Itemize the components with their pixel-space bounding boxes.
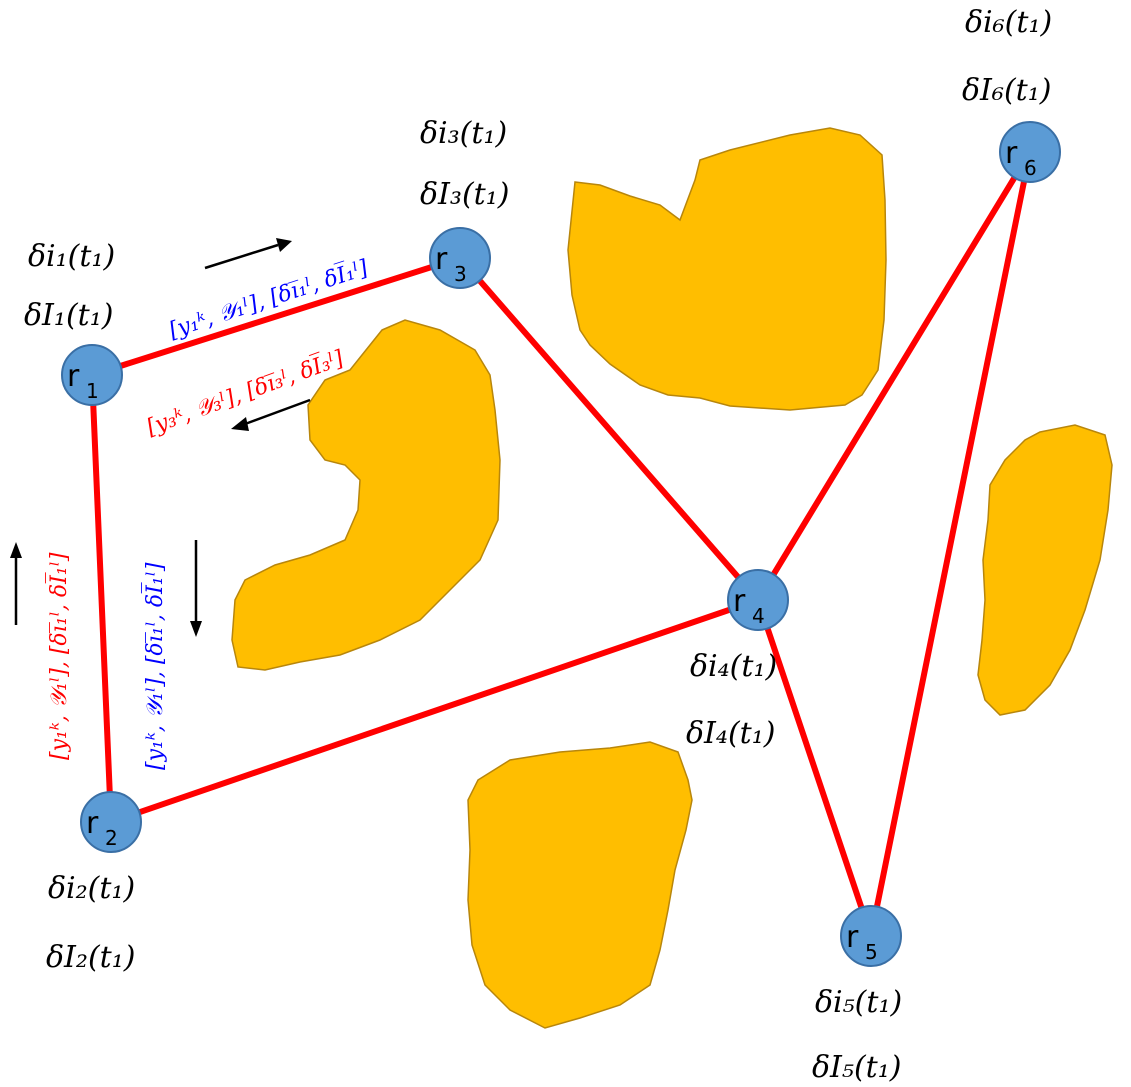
info-I-r1: δI₁(t₁) xyxy=(24,298,113,333)
info-labels: δi₁(t₁) δI₁(t₁) δi₂(t₁) δI₂(t₁) δi₃(t₁) … xyxy=(24,5,1052,1085)
svg-text:6: 6 xyxy=(1024,156,1037,180)
node-r2: r 2 xyxy=(80,791,142,853)
svg-text:r: r xyxy=(846,920,859,955)
svg-text:r: r xyxy=(67,359,80,394)
svg-text:5: 5 xyxy=(865,940,878,964)
info-i-r2: δi₂(t₁) xyxy=(48,871,135,906)
info-I-r3: δI₃(t₁) xyxy=(420,177,509,212)
link-r1-r2 xyxy=(89,372,114,825)
node-r4: r 4 xyxy=(727,569,789,631)
link-r1-r3 xyxy=(89,255,463,378)
info-i-r3: δi₃(t₁) xyxy=(420,116,507,151)
svg-text:2: 2 xyxy=(105,826,118,850)
link-r2-r4 xyxy=(108,597,761,825)
info-i-r4: δi₄(t₁) xyxy=(690,649,777,684)
obstacle-top xyxy=(567,127,887,411)
node-r3: r 3 xyxy=(429,227,491,289)
svg-text:r: r xyxy=(86,806,99,841)
info-i-r6: δi₆(t₁) xyxy=(965,5,1052,40)
svg-text:1: 1 xyxy=(86,379,99,403)
node-r1: r 1 xyxy=(61,344,123,406)
arrow-r1-to-r3 xyxy=(204,238,292,270)
info-i-r5: δi₅(t₁) xyxy=(815,985,902,1020)
info-I-r4: δI₄(t₁) xyxy=(686,716,775,751)
svg-text:r: r xyxy=(435,242,448,277)
message-r1-to-r2: [y₁ᵏ, 𝒴₁ˡ], [δi̅₁ˡ, δI̅₁ˡ] xyxy=(141,562,168,770)
arrow-down xyxy=(190,540,202,637)
arrow-up-left xyxy=(10,542,22,625)
links xyxy=(89,149,1033,939)
obstacles xyxy=(231,127,1113,1029)
direction-arrows xyxy=(10,238,311,637)
svg-text:3: 3 xyxy=(454,262,467,286)
svg-text:r: r xyxy=(733,584,746,619)
node-r6: r 6 xyxy=(999,121,1061,183)
info-I-r2: δI₂(t₁) xyxy=(46,940,135,975)
info-I-r6: δI₆(t₁) xyxy=(962,73,1051,108)
node-r5: r 5 xyxy=(840,905,902,967)
link-r5-r6 xyxy=(868,149,1033,939)
link-r4-r5 xyxy=(755,597,874,939)
message-r2-to-r1: [y₁ᵏ, 𝒴₁ˡ], [δi̅₁ˡ, δI̅₁ˡ] xyxy=(45,552,72,760)
obstacle-right xyxy=(977,424,1113,716)
svg-text:r: r xyxy=(1005,136,1018,171)
obstacle-mid-left xyxy=(231,319,501,671)
svg-text:4: 4 xyxy=(752,604,765,628)
nodes: r 1 r 2 r 3 r 4 r 5 r 6 xyxy=(61,121,1061,967)
obstacle-bottom xyxy=(467,741,693,1029)
link-r4-r6 xyxy=(755,149,1033,603)
info-i-r1: δi₁(t₁) xyxy=(28,239,115,274)
arrow-r3-to-r1 xyxy=(231,398,311,431)
info-I-r5: δI₅(t₁) xyxy=(812,1050,901,1085)
link-r3-r4 xyxy=(457,255,761,603)
